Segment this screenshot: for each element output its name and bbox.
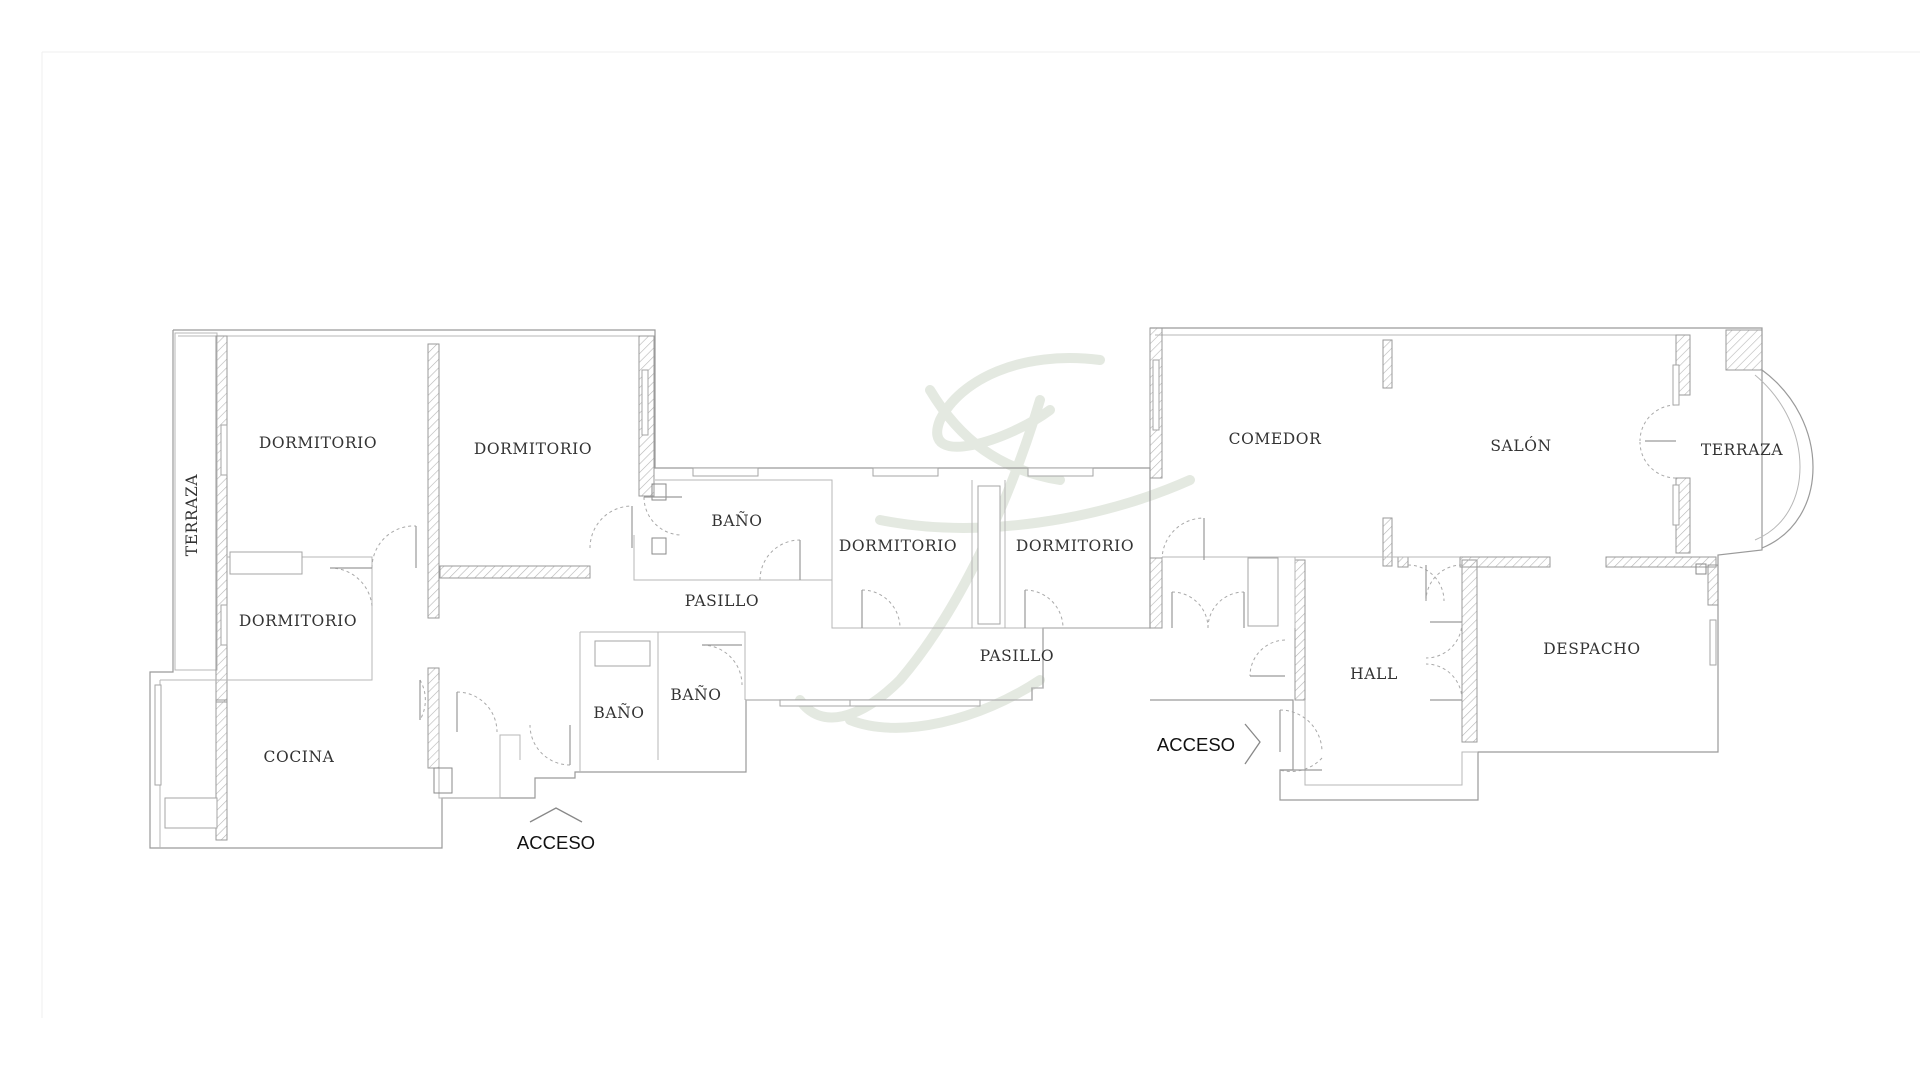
left-wing-walls bbox=[149, 329, 1151, 849]
label-bano-1: BAÑO bbox=[711, 512, 762, 530]
room-labels: TERRAZA DORMITORIO DORMITORIO DORMITORIO… bbox=[183, 430, 1783, 766]
page-frame bbox=[41, 51, 1920, 1018]
label-pasillo-2: PASILLO bbox=[980, 647, 1054, 665]
label-dormitorio-3: DORMITORIO bbox=[239, 612, 357, 630]
access-markers bbox=[529, 723, 1261, 823]
windows-right bbox=[1152, 359, 1717, 666]
label-salon: SALÓN bbox=[1490, 437, 1551, 455]
access-arrow-left-icon bbox=[529, 807, 583, 823]
label-dormitorio-5: DORMITORIO bbox=[1016, 537, 1134, 555]
label-bano-3: BAÑO bbox=[670, 686, 721, 704]
label-terraza-right: TERRAZA bbox=[1701, 441, 1784, 459]
access-arrow-right-icon bbox=[1244, 723, 1261, 765]
doors bbox=[329, 404, 1677, 772]
label-comedor: COMEDOR bbox=[1229, 430, 1322, 448]
watermark-logo bbox=[795, 353, 1195, 733]
access-label-right: ACCESO bbox=[1157, 734, 1235, 755]
windows-left bbox=[154, 369, 1094, 786]
label-hall: HALL bbox=[1350, 665, 1398, 683]
label-dormitorio-2: DORMITORIO bbox=[474, 440, 592, 458]
label-despacho: DESPACHO bbox=[1543, 640, 1640, 658]
access-labels: ACCESO ACCESO bbox=[517, 734, 1235, 853]
right-wing-walls bbox=[1149, 327, 1814, 801]
label-bano-2: BAÑO bbox=[593, 704, 644, 722]
label-dormitorio-1: DORMITORIO bbox=[259, 434, 377, 452]
label-pasillo-1: PASILLO bbox=[685, 592, 759, 610]
label-cocina: COCINA bbox=[264, 748, 335, 766]
access-label-left: ACCESO bbox=[517, 832, 595, 853]
label-terraza-left: TERRAZA bbox=[183, 474, 201, 557]
label-dormitorio-4: DORMITORIO bbox=[839, 537, 957, 555]
